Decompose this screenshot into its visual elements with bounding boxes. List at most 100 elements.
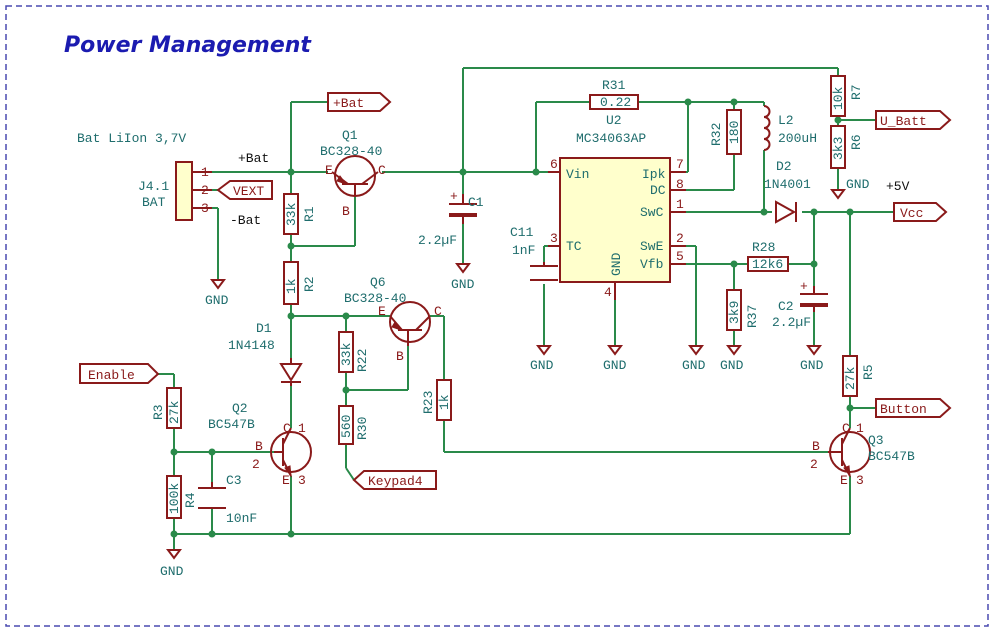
q3-pin-2: 2 xyxy=(810,457,818,472)
gnd-label: GND xyxy=(205,293,229,308)
gnd-symbol: GND xyxy=(205,279,229,308)
connector-pin-1: 1 xyxy=(201,165,209,180)
u2-pin-1: 1 xyxy=(676,197,684,212)
sheet-border xyxy=(5,5,989,627)
q1-pin-b: B xyxy=(342,204,350,219)
l2-value: 200uH xyxy=(778,131,817,146)
q1-value: BC328-40 xyxy=(320,144,382,159)
d2-ref: D2 xyxy=(776,159,792,174)
r7-ref: R7 xyxy=(849,84,864,100)
r3-ref: R3 xyxy=(151,404,166,420)
r37-value: 3k9 xyxy=(727,301,742,324)
r1-value: 33k xyxy=(284,202,299,226)
q3-value: BC547B xyxy=(868,449,915,464)
capacitor-c2: + C2 2.2µF xyxy=(772,279,828,330)
r7-value: 10k xyxy=(831,86,846,110)
resistor-r2: 1k R2 xyxy=(283,261,317,305)
r32-value: 180 xyxy=(727,121,742,144)
u2-label-gnd: GND xyxy=(609,252,624,276)
resistor-r4: 100k R4 xyxy=(166,475,198,519)
d1-value: 1N4148 xyxy=(228,338,275,353)
gnd-label: GND xyxy=(800,358,824,373)
label-button: Button xyxy=(875,398,952,418)
r4-value: 100k xyxy=(167,483,182,514)
r2-value: 1k xyxy=(284,278,299,294)
u2-ref: U2 xyxy=(606,113,622,128)
label-bat: +Bat xyxy=(327,92,392,112)
diode-d1: D1 1N4148 xyxy=(228,321,303,386)
resistor-r28: 12k6 R28 xyxy=(747,240,789,272)
r3-value: 27k xyxy=(167,400,182,424)
q6-pin-e: E xyxy=(378,304,386,319)
u2-label-swe: SwE xyxy=(640,239,664,254)
q2-pin-2: 2 xyxy=(252,457,260,472)
gnd-symbol: GND xyxy=(800,345,824,373)
connector-pin-3: 3 xyxy=(201,201,209,216)
r22-ref: R22 xyxy=(355,349,370,372)
c3-ref: C3 xyxy=(226,473,242,488)
u2-pin-2: 2 xyxy=(676,231,684,246)
label-enable-text: Enable xyxy=(88,368,135,383)
q1-ref: Q1 xyxy=(342,128,358,143)
inductor-l2: L2 200uH xyxy=(763,105,817,151)
q2-pin-c: C xyxy=(283,421,291,436)
r5-ref: R5 xyxy=(861,364,876,380)
sheet-title: Power Management xyxy=(64,33,312,58)
r31-ref: R31 xyxy=(602,78,626,93)
q6-ref: Q6 xyxy=(370,275,386,290)
resistor-r32: 180 R32 xyxy=(709,109,742,155)
connector-value: BAT xyxy=(142,195,166,210)
q3-pin-c: C xyxy=(842,421,850,436)
c11-value: 1nF xyxy=(512,243,535,258)
q3-pin-1: 1 xyxy=(856,421,864,436)
transistor-q2: Q2 BC547B B 2 C 1 E 3 xyxy=(208,401,312,488)
d2-value: 1N4001 xyxy=(764,177,811,192)
label-u-batt: U_Batt xyxy=(875,110,952,130)
c1-value: 2.2µF xyxy=(418,233,457,248)
r23-value: 1k xyxy=(437,394,452,410)
u2-label-vin: Vin xyxy=(566,167,589,182)
gnd-label: GND xyxy=(160,564,184,579)
gnd-label: GND xyxy=(530,358,554,373)
q1-pin-c: C xyxy=(378,163,386,178)
r4-ref: R4 xyxy=(183,492,198,508)
transistor-q6: Q6 BC328-40 E C B xyxy=(344,275,442,364)
u2-label-swc: SwC xyxy=(640,205,664,220)
q3-pin-e: E xyxy=(840,473,848,488)
u2-label-dc: DC xyxy=(650,183,666,198)
gnd-label: GND xyxy=(451,277,475,292)
resistor-r6: 3k3 R6 xyxy=(830,125,864,169)
c1-plus: + xyxy=(450,189,458,204)
q6-pin-b: B xyxy=(396,349,404,364)
gnd-symbol: GND xyxy=(530,345,554,373)
u2-pin-3: 3 xyxy=(550,231,558,246)
transistor-q1: Q1 BC328-40 E C B xyxy=(320,128,386,219)
q3-ref: Q3 xyxy=(868,433,884,448)
resistor-r7: 10k R7 xyxy=(830,75,864,117)
transistor-q3: Q3 BC547B B 2 C 1 E 3 xyxy=(810,421,915,488)
net-plus-bat: +Bat xyxy=(238,151,269,166)
c1-ref: C1 xyxy=(468,195,484,210)
label-keypad4-text: Keypad4 xyxy=(368,474,423,489)
q1-pin-e: E xyxy=(325,163,333,178)
r30-value: 560 xyxy=(339,415,354,438)
u2-value: MC34063AP xyxy=(576,131,646,146)
u2-pin-5: 5 xyxy=(676,249,684,264)
r2-ref: R2 xyxy=(302,276,317,292)
q2-pin-e: E xyxy=(282,473,290,488)
r37-ref: R37 xyxy=(745,305,760,328)
resistor-r22: 33k R22 xyxy=(338,331,370,373)
q2-ref: Q2 xyxy=(232,401,248,416)
label-vcc: Vcc xyxy=(893,202,948,222)
r31-value: 0.22 xyxy=(600,95,631,110)
gnd-symbol: GND xyxy=(160,549,184,579)
u2-pin-4: 4 xyxy=(604,285,612,300)
r23-ref: R23 xyxy=(421,391,436,414)
u2-label-tc: TC xyxy=(566,239,582,254)
c2-ref: C2 xyxy=(778,299,794,314)
capacitor-c3: C3 10nF xyxy=(198,473,257,526)
r1-ref: R1 xyxy=(302,206,317,222)
resistor-r23: 1k R23 xyxy=(421,379,452,421)
d1-ref: D1 xyxy=(256,321,272,336)
